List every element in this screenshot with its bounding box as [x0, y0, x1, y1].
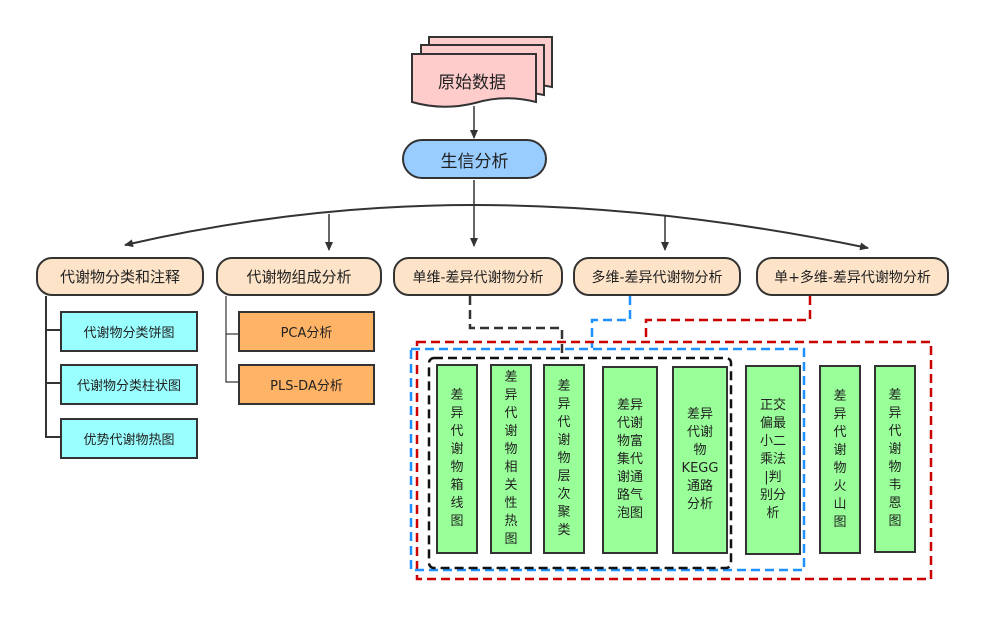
- result-label-line: 差: [888, 388, 902, 403]
- branch-arc-left: [124, 204, 475, 248]
- result-enrichment-bubble[interactable]: 差异代谢物富集代谢通路气泡图: [602, 366, 658, 554]
- result-label-line: 图: [888, 514, 902, 529]
- result-hierarchical-clustering[interactable]: 差异代谢物层次聚类: [543, 364, 585, 554]
- result-label-line: 泡图: [616, 506, 643, 521]
- source-label: 原始数据: [438, 73, 506, 93]
- result-label-line: 火: [833, 478, 847, 494]
- composition-item-plsda[interactable]: PLS-DA分析: [238, 364, 375, 405]
- annotation-item-bar[interactable]: 代谢物分类柱状图: [60, 364, 198, 405]
- result-label-line: 代谢: [686, 425, 713, 440]
- result-label-line: 图: [504, 532, 518, 547]
- result-label-line: 聚: [557, 505, 571, 520]
- combined-link: [644, 296, 812, 342]
- result-label-line: 线: [450, 496, 464, 511]
- result-label-line: 异: [450, 406, 464, 421]
- result-label-line: 图: [833, 514, 847, 530]
- result-label-line: 谢通: [616, 470, 643, 485]
- composition-tree-lines: [225, 296, 240, 383]
- result-label-line: 韦: [888, 478, 902, 493]
- category-annotation[interactable]: 代谢物分类和注释: [36, 257, 204, 296]
- annotation-item-pie[interactable]: 代谢物分类饼图: [60, 311, 198, 352]
- result-kegg-pathway[interactable]: 差异代谢物 KEGG 通路分析: [672, 366, 728, 554]
- result-label-line: 差: [833, 388, 847, 404]
- composition-item-pca[interactable]: PCA分析: [238, 311, 375, 352]
- pipeline-node[interactable]: 生信分析: [402, 139, 547, 179]
- result-label-line: 类: [557, 523, 571, 538]
- result-label-line: 乘法: [759, 452, 786, 467]
- branch-arc-right: [473, 204, 869, 251]
- result-label-line: 差: [504, 370, 518, 385]
- result-label-line: 图: [450, 514, 464, 529]
- result-label-line: 代: [450, 424, 464, 439]
- result-label-line: 差: [450, 388, 464, 403]
- result-label-line: 物富: [616, 434, 643, 449]
- result-label-line: 别分: [759, 488, 786, 503]
- result-label-line: 山: [833, 496, 847, 512]
- result-label-line: 相: [504, 460, 518, 475]
- result-label-line: 谢: [557, 433, 571, 448]
- result-label-line: 异: [557, 397, 571, 412]
- result-label-line: 代: [557, 415, 571, 430]
- multivariate-link: [590, 296, 632, 348]
- result-label-line: 分析: [686, 497, 713, 512]
- multivariate-group-frame: [409, 347, 806, 572]
- result-label-line: 异: [833, 406, 847, 422]
- result-label-line: 物: [450, 460, 464, 475]
- result-label-line: 差异: [686, 407, 713, 422]
- result-label-line: 谢: [504, 424, 518, 439]
- result-label-line: 析: [766, 506, 780, 521]
- result-label-line: 异: [504, 388, 518, 403]
- combined-group-frame: [415, 340, 933, 581]
- result-label-line: 集代: [616, 452, 643, 467]
- result-label-line: 差: [557, 379, 571, 394]
- result-label-line: 谢: [450, 442, 464, 457]
- doc-sheet-front: [411, 53, 537, 108]
- result-label-line: 代谢: [616, 416, 643, 431]
- result-label-line: 物: [504, 442, 518, 457]
- result-label-line: 次: [557, 487, 571, 502]
- result-label-line: 异: [888, 406, 902, 421]
- category-composition[interactable]: 代谢物组成分析: [216, 257, 382, 296]
- result-label-line: 代: [888, 424, 902, 439]
- result-label-line: 关: [504, 478, 518, 493]
- result-label-line: 代: [504, 406, 518, 421]
- result-label-line: 谢: [888, 442, 902, 457]
- annotation-tree-lines: [45, 296, 60, 438]
- source-document-stack: [411, 36, 553, 108]
- result-label-line: 偏最: [759, 416, 786, 431]
- result-boxplot[interactable]: 差异代谢物箱线图: [436, 364, 478, 554]
- result-label-line: 恩: [888, 496, 902, 511]
- result-label-line: 箱: [450, 478, 464, 493]
- category-univariate[interactable]: 单维-差异代谢物分析: [393, 257, 563, 296]
- univariate-group-frame: [427, 356, 733, 570]
- result-label-line: 通路: [686, 479, 713, 494]
- annotation-item-heatmap[interactable]: 优势代谢物热图: [60, 418, 198, 459]
- result-label-line: |判: [764, 470, 782, 485]
- result-label-line: 谢: [833, 442, 847, 458]
- result-label-line: KEGG: [681, 461, 719, 476]
- result-volcano[interactable]: 差异代谢物火山图: [819, 365, 861, 554]
- result-label-line: 热: [504, 514, 518, 529]
- result-label-line: 差异: [616, 398, 643, 413]
- category-multivariate[interactable]: 多维-差异代谢物分析: [573, 257, 741, 296]
- result-label-line: 小二: [759, 434, 786, 449]
- result-label-line: 路气: [616, 488, 643, 503]
- result-label-line: 正交: [759, 398, 786, 413]
- result-label-line: 代: [833, 424, 847, 440]
- result-label-line: 性: [504, 496, 518, 511]
- result-label-line: 物: [888, 460, 902, 475]
- category-combined[interactable]: 单+多维-差异代谢物分析: [756, 257, 949, 296]
- result-label-line: 物: [833, 460, 847, 476]
- result-oplsda[interactable]: 正交偏最小二乘法 |判别分析: [745, 365, 801, 555]
- univariate-link: [468, 296, 564, 358]
- result-label-line: 层: [557, 469, 571, 484]
- result-label-line: 物: [557, 451, 571, 466]
- result-venn[interactable]: 差异代谢物韦恩图: [874, 365, 916, 553]
- result-label-line: 物: [693, 443, 707, 458]
- result-correlation-heatmap[interactable]: 差异代谢物相关性热图: [490, 364, 532, 554]
